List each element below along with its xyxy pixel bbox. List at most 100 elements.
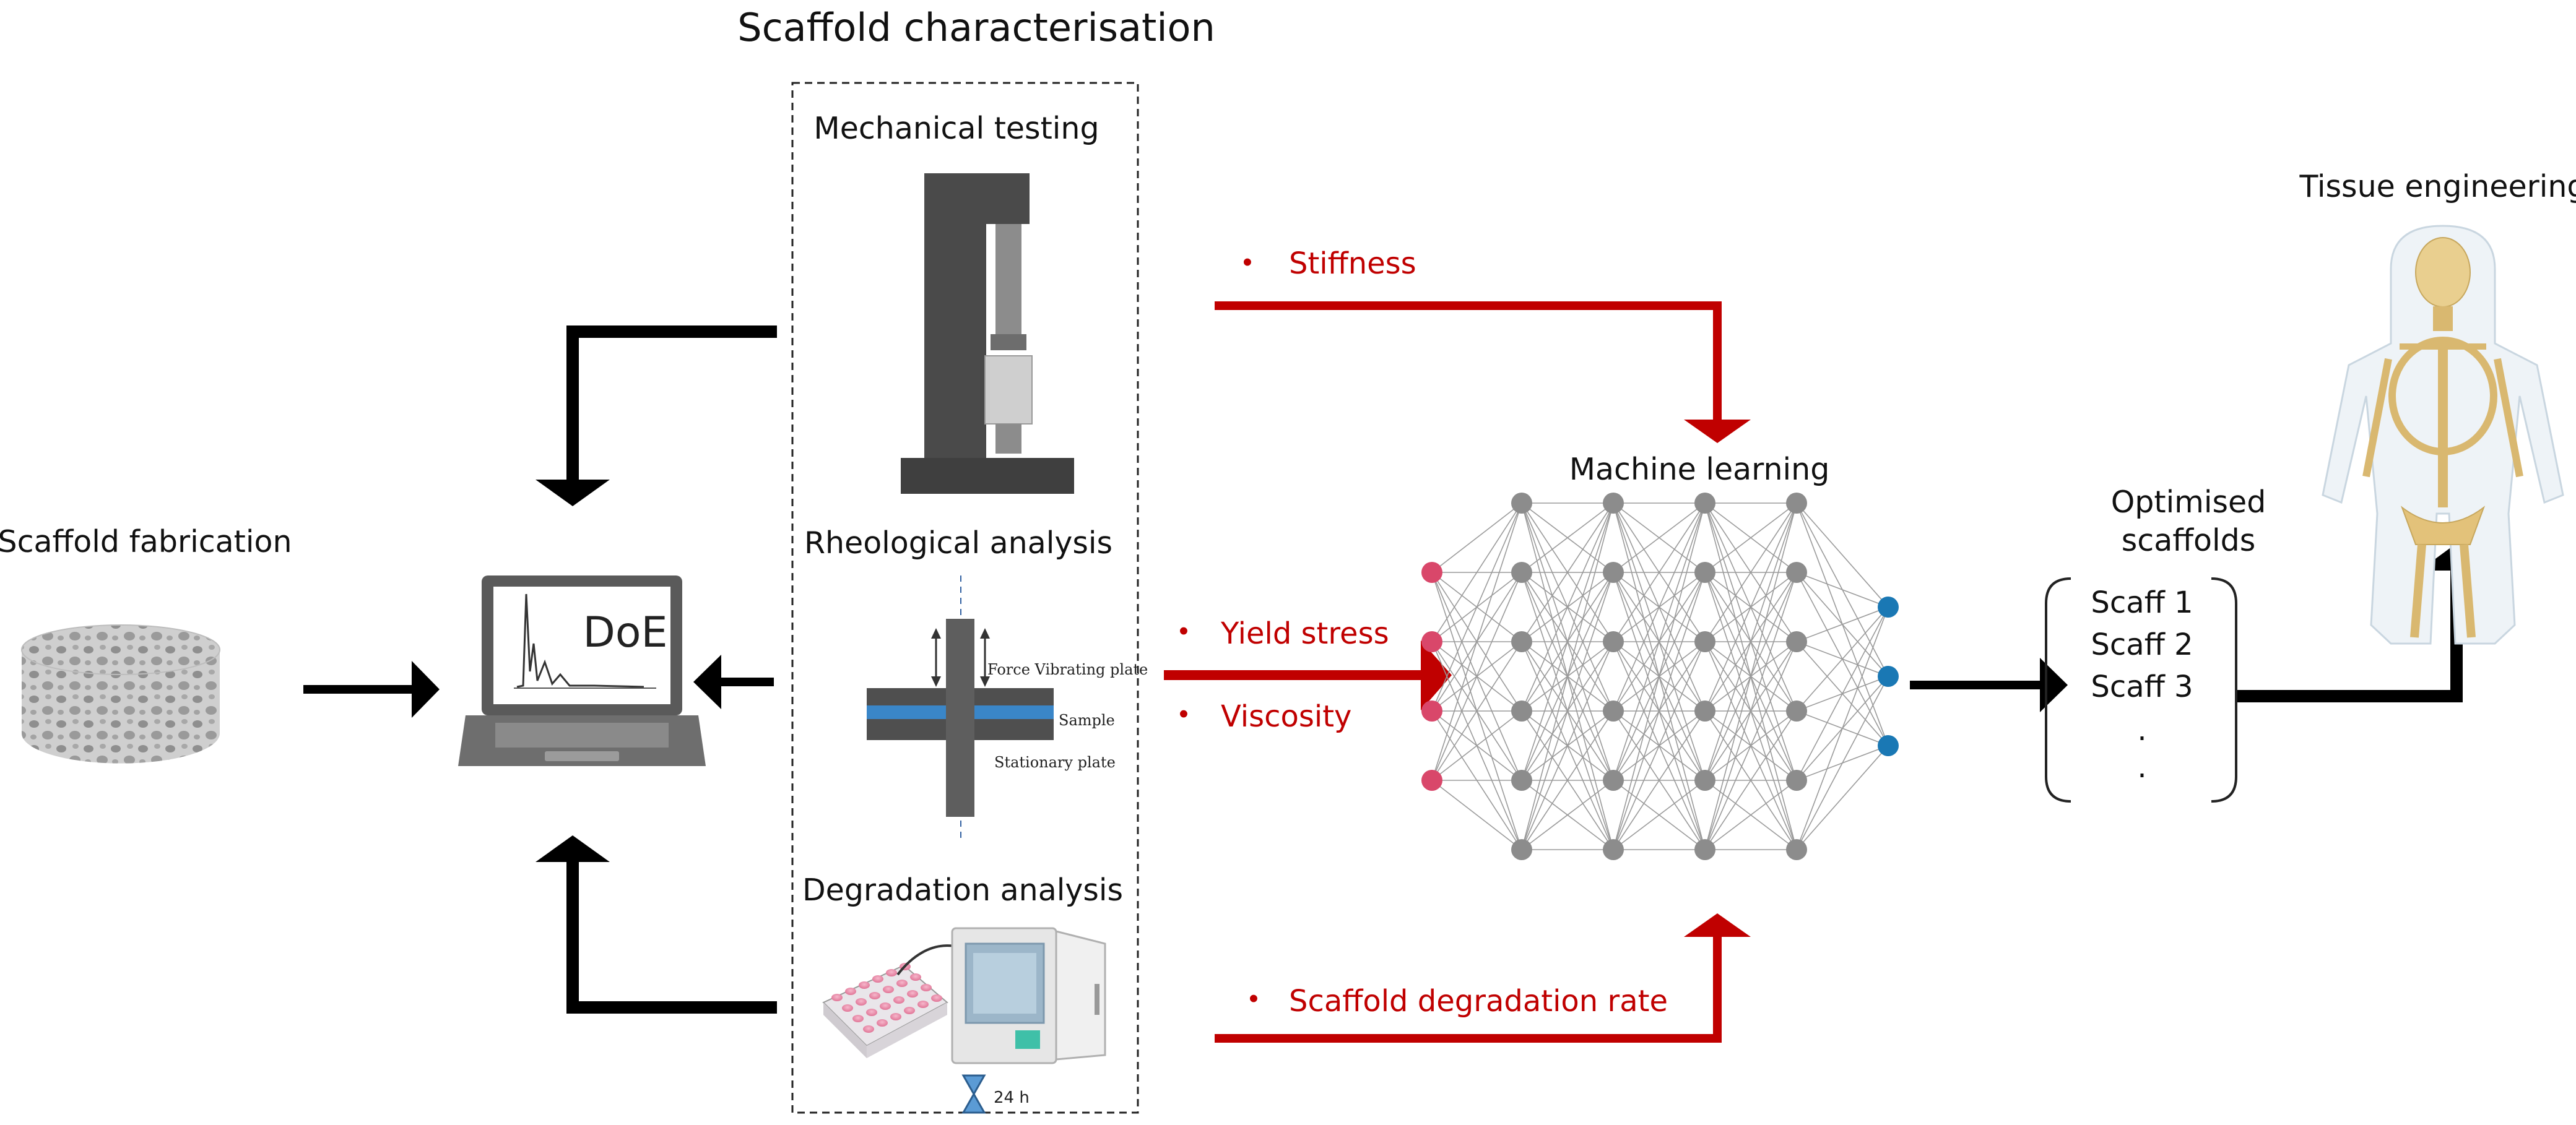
network-edge xyxy=(1613,710,1706,850)
hidden-node xyxy=(1694,631,1715,652)
well xyxy=(886,969,897,976)
hidden-node xyxy=(1694,700,1715,722)
network-edge xyxy=(1796,745,1889,850)
rheometer-bottom-label: Stationary plate xyxy=(994,754,1116,771)
hidden-node xyxy=(1603,493,1624,514)
network-edge xyxy=(1704,710,1797,850)
network-edge xyxy=(1796,502,1889,608)
hidden-node xyxy=(1603,562,1624,583)
input-node xyxy=(1421,562,1442,583)
laptop-doe-text: DoE xyxy=(583,608,668,657)
viscosity-label: Viscosity xyxy=(1221,699,1351,734)
hidden-node xyxy=(1511,631,1532,652)
mechanical-label: Mechanical testing xyxy=(813,111,1099,146)
output-node xyxy=(1878,666,1899,687)
well xyxy=(896,980,908,987)
stiffness-bullet: • xyxy=(1242,247,1252,277)
input-node xyxy=(1421,631,1442,652)
scaffold-list-item: . xyxy=(2137,713,2146,748)
network-edge xyxy=(1704,502,1797,712)
well xyxy=(883,986,894,993)
rheometer-top-label: Force Vibrating plate xyxy=(987,661,1148,678)
network-edge xyxy=(1431,502,1522,712)
well xyxy=(931,994,942,1002)
hidden-node xyxy=(1786,770,1807,791)
hourglass-icon xyxy=(961,1074,986,1114)
network-edge xyxy=(1613,502,1706,573)
scaffold-list-item: . xyxy=(2137,750,2146,785)
network-edge xyxy=(1521,641,1614,850)
network-edge xyxy=(1613,780,1706,850)
neural-network xyxy=(1421,493,1899,860)
well xyxy=(863,1025,874,1033)
network-edge xyxy=(1521,780,1614,850)
hidden-node xyxy=(1694,770,1715,791)
well xyxy=(866,1009,877,1016)
network-edge xyxy=(1521,572,1614,850)
network-edge xyxy=(1796,606,1889,712)
well xyxy=(831,994,843,1001)
rheology-to-laptop-arrow xyxy=(693,655,774,709)
yield-stress-bullet: • xyxy=(1179,616,1188,646)
yield-viscosity-arrow xyxy=(1164,640,1452,710)
laptop-icon: DoE xyxy=(458,575,706,766)
hidden-node xyxy=(1511,562,1532,583)
network-edge xyxy=(1613,641,1706,850)
scaffold-list-item: Scaff 1 xyxy=(2091,585,2193,620)
scaffold-list-item: Scaff 2 xyxy=(2091,627,2193,662)
network-edge xyxy=(1704,780,1797,850)
network-edge xyxy=(1431,710,1522,781)
mechanical-to-laptop-arrow xyxy=(536,325,777,506)
input-node xyxy=(1421,770,1442,791)
network-edge xyxy=(1521,502,1614,712)
incubator-icon xyxy=(951,927,1106,1064)
network-edge xyxy=(1796,606,1889,850)
network-edge xyxy=(1613,502,1706,781)
well xyxy=(921,984,932,991)
hidden-node xyxy=(1786,700,1807,722)
well xyxy=(893,996,904,1004)
well xyxy=(917,1001,929,1008)
hidden-node xyxy=(1511,700,1532,722)
scaffold-list-item: Scaff 3 xyxy=(2091,670,2193,704)
network-edge xyxy=(1796,606,1889,642)
viscosity-bullet: • xyxy=(1179,699,1188,729)
hidden-node xyxy=(1786,493,1807,514)
hidden-node xyxy=(1786,631,1807,652)
scaffold-list: Scaff 1 Scaff 2 Scaff 3.. xyxy=(2045,577,2237,803)
well xyxy=(907,990,918,998)
network-edge xyxy=(1613,502,1706,712)
well xyxy=(845,988,856,995)
well xyxy=(904,1007,915,1014)
network-to-scaffolds-arrow xyxy=(1910,658,2068,712)
incubation-time-label: 24 h xyxy=(994,1088,1030,1107)
network-edge xyxy=(1431,572,1522,781)
hidden-node xyxy=(1603,839,1624,860)
network-edge xyxy=(1796,572,1889,608)
network-edge xyxy=(1613,502,1706,850)
well xyxy=(859,981,870,989)
degradation-rate-label: Scaffold degradation rate xyxy=(1289,984,1668,1019)
rheological-label: Rheological analysis xyxy=(804,525,1112,561)
hidden-node xyxy=(1694,562,1715,583)
rheometer-sample-label: Sample xyxy=(1059,712,1115,729)
tissue-engineering-label: Tissue engineering xyxy=(2299,169,2576,204)
degradation-rate-arrow xyxy=(1215,913,1751,1043)
network-edge xyxy=(1431,502,1522,642)
network-edge xyxy=(1704,641,1797,850)
network-edge xyxy=(1431,641,1522,781)
hidden-node xyxy=(1603,631,1624,652)
network-edge xyxy=(1613,502,1706,642)
hidden-node xyxy=(1694,839,1715,860)
network-edge xyxy=(1704,502,1797,573)
page-title: Scaffold characterisation xyxy=(737,5,1215,50)
well xyxy=(872,975,883,983)
network-edge xyxy=(1521,502,1614,573)
hidden-node xyxy=(1786,562,1807,583)
well xyxy=(880,1002,891,1010)
tensile-tester-icon xyxy=(901,173,1074,494)
degradation-rate-bullet: • xyxy=(1249,983,1258,1014)
degradation-label: Degradation analysis xyxy=(802,873,1123,908)
hidden-node xyxy=(1511,839,1532,860)
